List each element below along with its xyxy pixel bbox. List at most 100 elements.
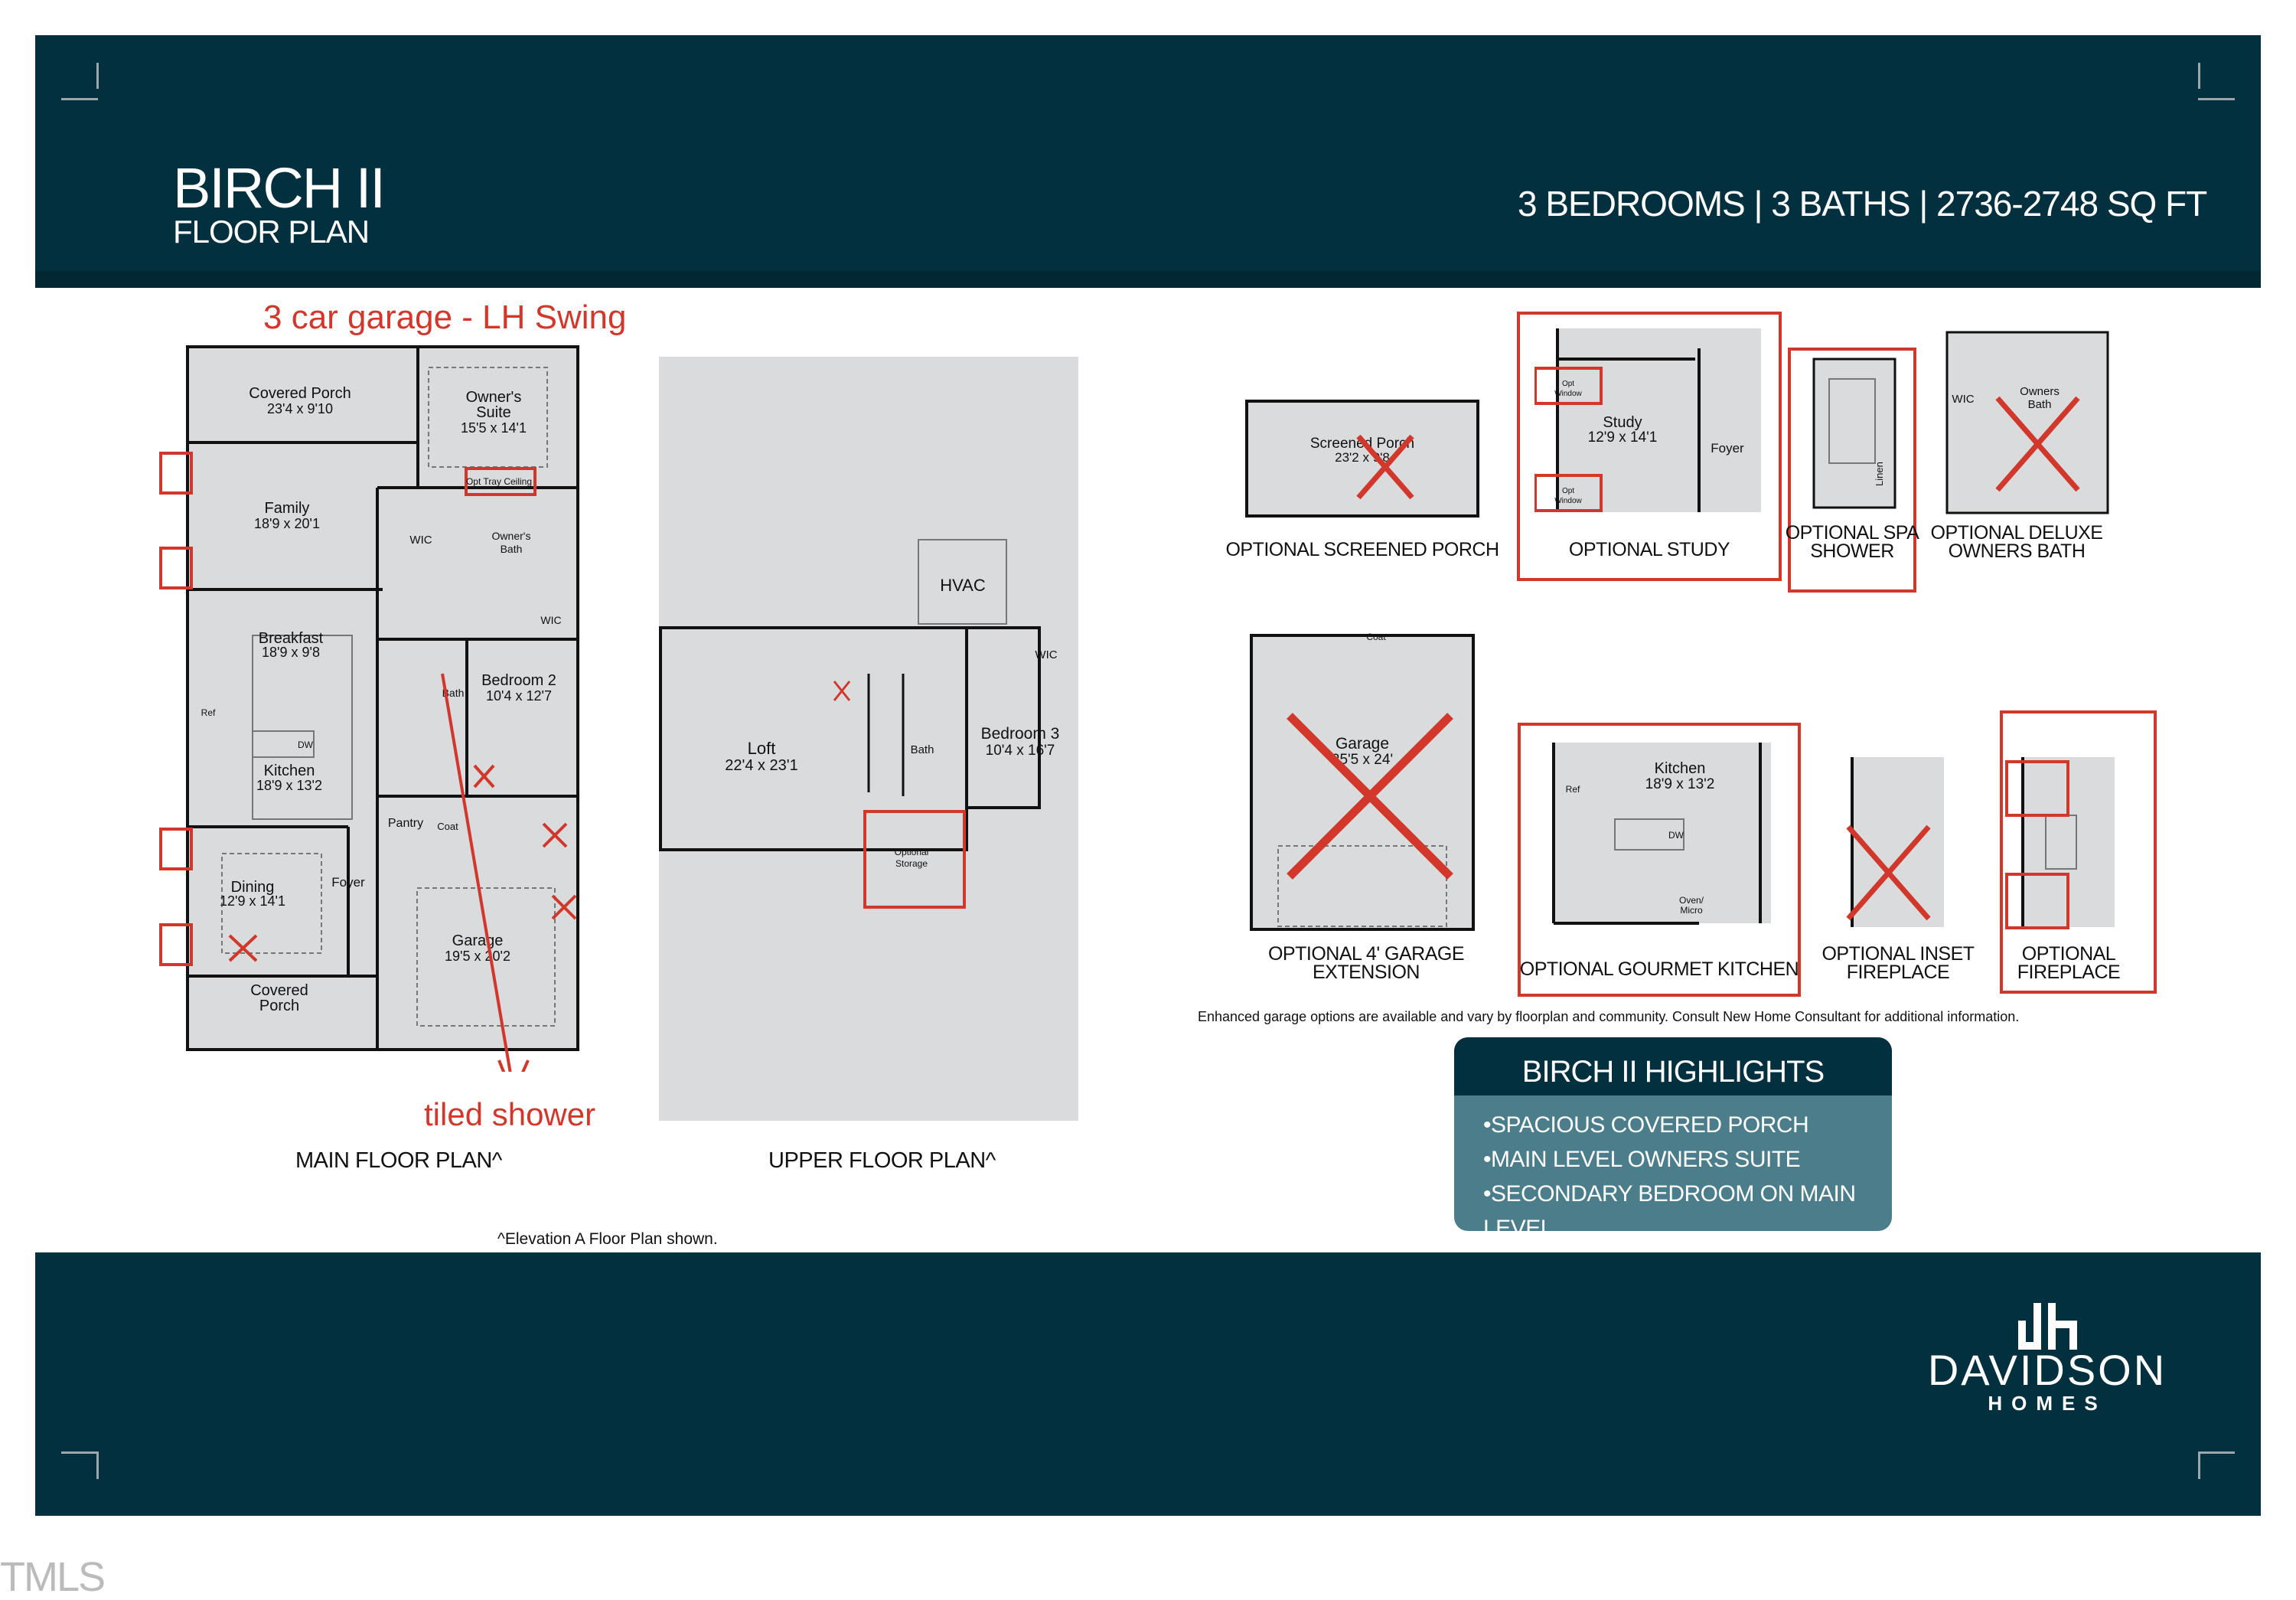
svg-text:Linen: Linen <box>1874 462 1885 486</box>
svg-text:Oven/: Oven/ <box>1679 895 1704 906</box>
svg-text:Owner's: Owner's <box>492 530 531 542</box>
svg-text:DW: DW <box>298 740 314 750</box>
svg-text:10'4 x 16'7: 10'4 x 16'7 <box>986 743 1055 759</box>
footer-band <box>35 1252 2261 1516</box>
svg-text:Owner's: Owner's <box>466 389 522 406</box>
svg-text:Bath: Bath <box>911 743 934 756</box>
svg-text:10'4 x 12'7: 10'4 x 12'7 <box>486 688 552 704</box>
highlight-item: SPACIOUS COVERED PORCH <box>1483 1108 1892 1142</box>
svg-text:12'9 x 14'1: 12'9 x 14'1 <box>1588 429 1658 446</box>
crop-mark <box>2198 63 2200 89</box>
svg-text:18'9 x 13'2: 18'9 x 13'2 <box>1645 776 1715 792</box>
svg-text:Breakfast: Breakfast <box>259 630 324 647</box>
svg-text:Covered: Covered <box>250 982 308 999</box>
option-label: OPTIONAL DELUXE OWNERS BATH <box>1930 522 2103 562</box>
option-study: Study 12'9 x 14'1 Foyer Opt Window Opt W… <box>1534 328 1761 512</box>
garage-disclaimer: Enhanced garage options are available an… <box>1198 1009 2020 1024</box>
svg-text:HVAC: HVAC <box>940 576 986 595</box>
svg-text:Kitchen: Kitchen <box>1655 760 1706 777</box>
svg-text:Coat: Coat <box>437 821 458 832</box>
header-band <box>35 35 2261 288</box>
highlight-item: SECONDARY BEDROOM ON MAIN LEVEL <box>1483 1177 1892 1231</box>
svg-text:Foyer: Foyer <box>1711 441 1744 456</box>
option-spa-shower: Linen <box>1812 358 1896 509</box>
crop-mark <box>61 98 98 100</box>
svg-text:Foyer: Foyer <box>331 875 365 890</box>
davidson-logo-icon <box>2018 1303 2077 1350</box>
svg-text:DW: DW <box>1668 830 1684 841</box>
brand-name: DAVIDSON <box>1927 1346 2167 1394</box>
shower-note: tiled shower <box>424 1096 596 1132</box>
elevation-note: ^Elevation A Floor Plan shown. <box>497 1230 718 1248</box>
option-gourmet-kitchen-box <box>1518 723 1801 997</box>
plan-specs: 3 BEDROOMS | 3 BATHS | 2736-2748 SQ FT <box>1518 184 2207 224</box>
option-screened-porch: Screened Porch 23'2 x 9'8 <box>1245 400 1479 518</box>
svg-text:Family: Family <box>265 500 310 517</box>
svg-text:Optional: Optional <box>895 847 929 857</box>
svg-text:Garage: Garage <box>1336 735 1389 753</box>
option-spa-shower-box <box>1788 348 1916 593</box>
svg-text:Bath: Bath <box>2028 398 2052 411</box>
svg-text:Opt: Opt <box>1562 380 1574 388</box>
svg-text:Porch: Porch <box>259 998 299 1014</box>
svg-text:22'4 x 23'1: 22'4 x 23'1 <box>725 757 798 774</box>
svg-text:15'5 x 14'1: 15'5 x 14'1 <box>461 420 527 436</box>
svg-text:WIC: WIC <box>1035 648 1057 661</box>
svg-text:12'9 x 14'1: 12'9 x 14'1 <box>220 893 285 909</box>
svg-text:18'9 x 20'1: 18'9 x 20'1 <box>254 516 320 531</box>
highlight-item: MAIN LEVEL OWNERS SUITE <box>1483 1142 1892 1177</box>
svg-text:Bedroom 2: Bedroom 2 <box>481 672 556 689</box>
option-garage-extension: Garage 25'5 x 24' Coat <box>1250 632 1475 931</box>
highlights-list: SPACIOUS COVERED PORCH MAIN LEVEL OWNERS… <box>1454 1096 1892 1231</box>
svg-text:WIC: WIC <box>409 534 432 547</box>
svg-text:Suite: Suite <box>476 404 511 421</box>
svg-text:Storage: Storage <box>895 858 928 869</box>
option-label: OPTIONAL SCREENED PORCH <box>1225 539 1499 560</box>
svg-text:Window: Window <box>1554 497 1582 505</box>
option-deluxe-owners-bath: WIC Owners Bath <box>1945 331 2109 514</box>
crop-mark <box>96 63 99 89</box>
crop-mark <box>96 1451 99 1479</box>
option-label: OPTIONAL STUDY <box>1568 539 1730 560</box>
svg-text:Ref: Ref <box>201 707 216 718</box>
svg-text:18'9 x 13'2: 18'9 x 13'2 <box>256 778 322 793</box>
svg-text:Opt: Opt <box>1562 487 1574 495</box>
svg-text:Opt Tray Ceiling: Opt Tray Ceiling <box>466 476 532 487</box>
plan-subtitle: FLOOR PLAN <box>173 214 370 250</box>
main-floor-plan: Covered Porch 23'4 x 9'10 Owner's Suite … <box>159 345 579 1072</box>
svg-text:Window: Window <box>1554 390 1582 398</box>
garage-note: 3 car garage - LH Swing <box>263 299 627 336</box>
main-floor-label: MAIN FLOOR PLAN^ <box>295 1148 502 1173</box>
option-label: OPTIONAL 4' GARAGE EXTENSION <box>1267 943 1465 983</box>
svg-text:18'9 x 9'8: 18'9 x 9'8 <box>262 645 320 660</box>
option-fireplace <box>2005 757 2115 929</box>
svg-text:Coat: Coat <box>1366 632 1386 642</box>
brand-sub: HOMES <box>1988 1392 2107 1415</box>
crop-mark <box>61 1451 98 1454</box>
option-fireplace-box <box>2000 710 2157 994</box>
upper-floor-plan: HVAC Loft 22'4 x 23'1 Bedroom 3 10'4 x 1… <box>659 357 1078 1121</box>
option-inset-fireplace <box>1846 757 1944 927</box>
svg-text:Owners: Owners <box>2020 385 2060 398</box>
crop-mark <box>2198 1451 2200 1479</box>
option-label: OPTIONAL FIREPLACE <box>2017 943 2121 983</box>
option-label: OPTIONAL GOURMET KITCHEN <box>1519 958 1799 980</box>
svg-text:19'5 x 20'2: 19'5 x 20'2 <box>445 949 510 964</box>
option-study-box <box>1517 312 1782 581</box>
crop-mark <box>2198 1451 2235 1454</box>
highlights-card: BIRCH II HIGHLIGHTS SPACIOUS COVERED POR… <box>1454 1037 1892 1231</box>
svg-text:23'4 x 9'10: 23'4 x 9'10 <box>267 401 333 416</box>
option-label: OPTIONAL INSET FIREPLACE <box>1821 943 1975 983</box>
upper-floor-label: UPPER FLOOR PLAN^ <box>768 1148 996 1173</box>
svg-text:Loft: Loft <box>748 739 776 758</box>
svg-text:WIC: WIC <box>540 614 561 626</box>
svg-text:Bedroom 3: Bedroom 3 <box>981 725 1060 743</box>
option-gourmet-kitchen: Kitchen 18'9 x 13'2 Ref DW Oven/ Micro <box>1552 743 1771 925</box>
svg-text:WIC: WIC <box>1952 393 1974 406</box>
option-label: OPTIONAL SPA SHOWER <box>1785 522 1919 562</box>
plan-title: BIRCH II <box>173 156 386 220</box>
svg-text:Covered Porch: Covered Porch <box>249 385 351 402</box>
svg-text:Study: Study <box>1603 414 1642 431</box>
highlights-title: BIRCH II HIGHLIGHTS <box>1454 1037 1892 1096</box>
svg-text:Bath: Bath <box>501 543 523 555</box>
